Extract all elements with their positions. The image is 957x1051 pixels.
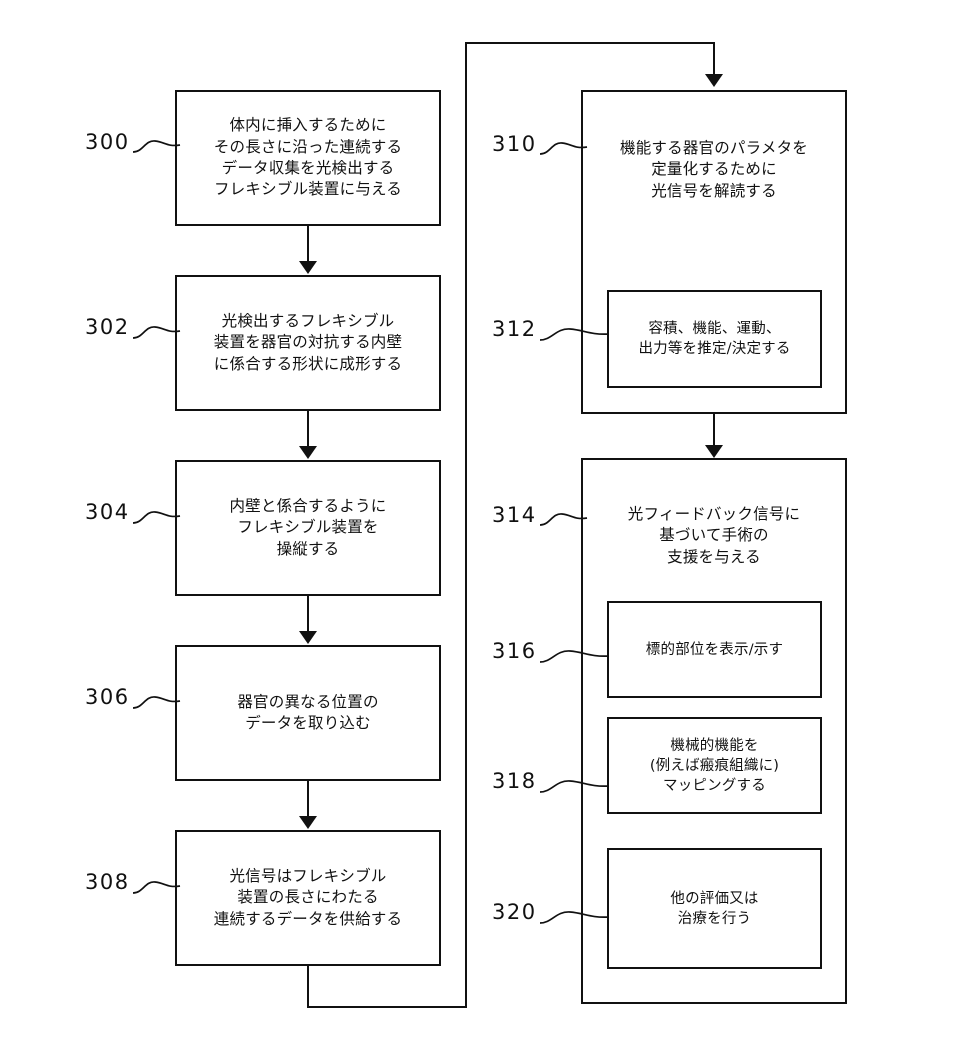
connector-302-304	[307, 411, 309, 451]
connector-304-306	[307, 596, 309, 636]
process-box-308: 光信号はフレキシブル 装置の長さにわたる 連続するデータを供給する	[175, 830, 441, 966]
arrowhead-302-304	[299, 446, 317, 459]
process-box-306-label: 器官の異なる位置の データを取り込む	[237, 692, 379, 732]
leader-line-304	[133, 511, 181, 524]
ref-numeral-308: 308	[85, 870, 130, 894]
arrowhead-306-308	[299, 816, 317, 829]
connector-306-308	[307, 781, 309, 821]
ref-numeral-310: 310	[492, 132, 537, 156]
process-box-312: 容積、機能、運動、 出力等を推定/決定する	[607, 290, 822, 388]
ref-numeral-302: 302	[85, 315, 130, 339]
arrowhead-304-306	[299, 631, 317, 644]
ref-numeral-316: 316	[492, 639, 537, 663]
connector-spine-top-right	[465, 42, 715, 44]
ref-numeral-300: 300	[85, 130, 130, 154]
leader-line-308	[133, 881, 181, 894]
process-box-310-label: 機能する器官のパラメタを 定量化するために 光信号を解読する	[620, 139, 808, 200]
ref-numeral-314: 314	[492, 503, 537, 527]
process-box-304: 内壁と係合するように フレキシブル装置を 操縦する	[175, 460, 441, 596]
process-box-302-label: 光検出するフレキシブル 装置を器官の対抗する内壁 に係合する形状に成形する	[213, 311, 403, 373]
connector-308-spine-right	[307, 1006, 467, 1008]
connector-310-314	[713, 414, 715, 450]
process-box-306: 器官の異なる位置の データを取り込む	[175, 645, 441, 781]
connector-into-310	[713, 42, 715, 76]
process-box-308-label: 光信号はフレキシブル 装置の長さにわたる 連続するデータを供給する	[213, 866, 403, 928]
arrowhead-into-310	[705, 74, 723, 87]
process-box-312-label: 容積、機能、運動、 出力等を推定/決定する	[638, 321, 791, 357]
leader-line-306	[133, 696, 181, 709]
arrowhead-310-314	[705, 445, 723, 458]
connector-spine-vertical	[465, 42, 467, 1008]
arrowhead-300-302	[299, 261, 317, 274]
process-box-316-label: 標的部位を表示/示す	[645, 641, 784, 658]
process-box-300: 体内に挿入するために その長さに沿った連続する データ収集を光検出する フレキシ…	[175, 90, 441, 226]
process-box-318-label: 機械的機能を (例えば瘢痕組織に) マッピングする	[649, 737, 780, 794]
connector-300-302	[307, 226, 309, 266]
process-box-300-label: 体内に挿入するために その長さに沿った連続する データ収集を光検出する フレキシ…	[213, 116, 403, 199]
leader-line-300	[133, 140, 181, 153]
ref-numeral-318: 318	[492, 769, 537, 793]
leader-line-302	[133, 326, 181, 339]
process-box-304-label: 内壁と係合するように フレキシブル装置を 操縦する	[229, 496, 387, 558]
process-box-316: 標的部位を表示/示す	[607, 601, 822, 698]
ref-numeral-304: 304	[85, 500, 130, 524]
process-box-302: 光検出するフレキシブル 装置を器官の対抗する内壁 に係合する形状に成形する	[175, 275, 441, 411]
process-box-320: 他の評価又は 治療を行う	[607, 848, 822, 969]
ref-numeral-306: 306	[85, 685, 130, 709]
ref-numeral-320: 320	[492, 900, 537, 924]
ref-numeral-312: 312	[492, 317, 537, 341]
process-box-320-label: 他の評価又は 治療を行う	[670, 890, 759, 927]
process-box-318: 機械的機能を (例えば瘢痕組織に) マッピングする	[607, 717, 822, 814]
process-box-314-label: 光フィードバック信号に 基づいて手術の 支援を与える	[627, 505, 801, 566]
connector-308-spine-down	[307, 966, 309, 1008]
